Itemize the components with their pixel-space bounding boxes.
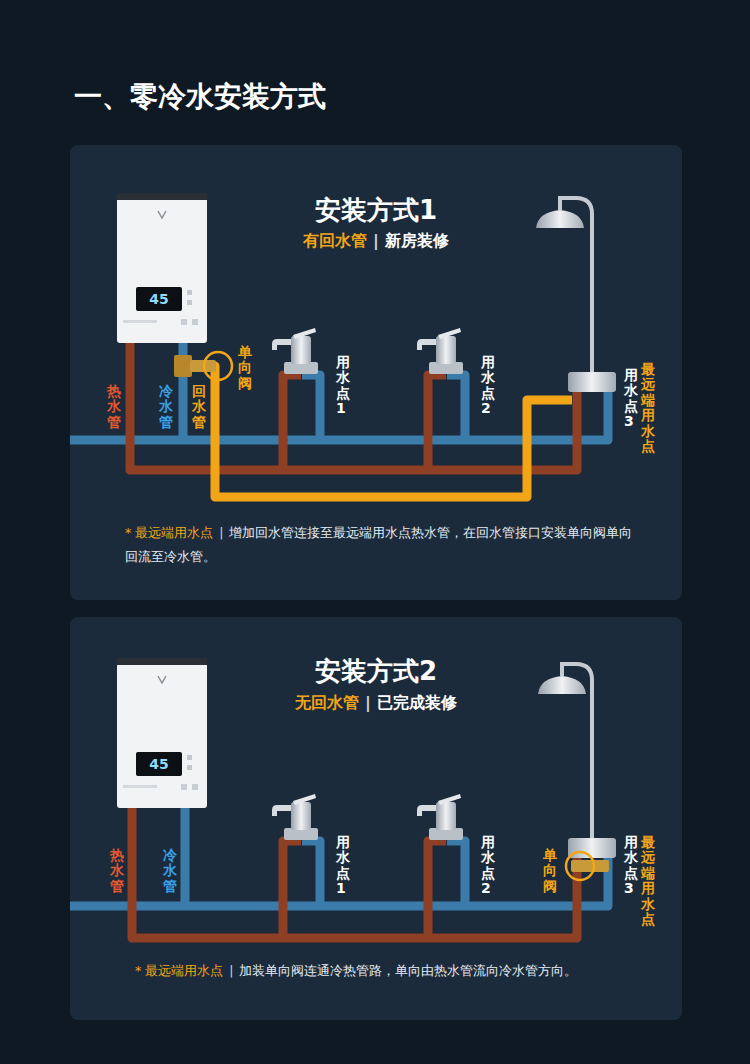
panel-note: * 最远端用水点 | 加装单向阀连通冷热管路，单向由热水管流向冷水管方向。 bbox=[135, 959, 655, 983]
shower-head bbox=[538, 676, 586, 694]
point-label: 用水点3 bbox=[624, 368, 638, 430]
panel-subtitle-line: 无回水管 | 已完成装修 bbox=[70, 692, 682, 714]
faucet bbox=[417, 328, 463, 374]
pipes-2 bbox=[70, 808, 608, 938]
shower-mixer bbox=[568, 372, 616, 392]
cold-pipe bbox=[447, 375, 465, 440]
water-heater bbox=[117, 658, 207, 808]
pipe-label: 热水管 bbox=[107, 384, 121, 430]
return-pipe bbox=[205, 366, 572, 497]
valve-label: 单向阀 bbox=[543, 848, 557, 894]
note-text: 加装单向阀连通冷热管路，单向由热水管流向冷水管方向。 bbox=[239, 963, 577, 978]
panel-subtitle-line: 有回水管 | 新房装修 bbox=[70, 230, 682, 252]
panel-subtitle: 无回水管 bbox=[295, 693, 359, 712]
separator: | bbox=[365, 693, 371, 712]
hot-pipe bbox=[130, 343, 577, 470]
separator: | bbox=[373, 231, 379, 250]
cold-pipe bbox=[70, 858, 608, 906]
faucet bbox=[417, 794, 463, 840]
pipe-label: 冷水管 bbox=[159, 384, 173, 430]
hot-pipe bbox=[283, 375, 301, 470]
point-note: 最远端用水点 bbox=[641, 362, 655, 454]
panel-subtitle: 新房装修 bbox=[385, 231, 449, 250]
note-key: * 最远端用水点 bbox=[125, 525, 213, 540]
panel-subtitle: 已完成装修 bbox=[377, 693, 457, 712]
cold-pipe bbox=[302, 375, 320, 440]
display-reading: 45 bbox=[136, 289, 182, 309]
separator: | bbox=[229, 963, 233, 978]
cold-pipe bbox=[447, 841, 465, 906]
water-heater bbox=[117, 193, 207, 343]
point-label: 用水点2 bbox=[481, 835, 495, 897]
pipe-label: 回水管 bbox=[192, 384, 206, 430]
panel-heading: 安装方式1 bbox=[70, 193, 682, 227]
valve-highlight bbox=[204, 352, 232, 380]
shower-mixer bbox=[568, 838, 616, 858]
faucet bbox=[272, 794, 318, 840]
display-reading: 45 bbox=[136, 754, 182, 774]
page-title: 一、零冷水安装方式 bbox=[74, 79, 326, 115]
point-note: 最远端用水点 bbox=[641, 835, 655, 927]
panel-note: * 最远端用水点|增加回水管连接至最远端用水点热水管，在回水管接口安装单向阀单向… bbox=[125, 521, 645, 569]
cold-pipe bbox=[302, 841, 320, 906]
pipes-1 bbox=[70, 343, 608, 497]
valve-highlight bbox=[566, 852, 594, 880]
note-key: * 最远端用水点 bbox=[135, 963, 223, 978]
hot-pipe bbox=[428, 375, 446, 470]
point-label: 用水点1 bbox=[336, 355, 350, 417]
valve-label: 单向阀 bbox=[238, 345, 252, 391]
point-label: 用水点1 bbox=[336, 835, 350, 897]
panel-heading: 安装方式2 bbox=[70, 654, 682, 688]
point-label: 用水点2 bbox=[481, 355, 495, 417]
shower-head bbox=[536, 210, 584, 228]
faucet bbox=[272, 328, 318, 374]
point-label: 用水点3 bbox=[624, 835, 638, 897]
panel-subtitle: 有回水管 bbox=[303, 231, 367, 250]
brass-fitting bbox=[174, 355, 192, 377]
separator: | bbox=[219, 525, 223, 540]
cold-pipe bbox=[181, 808, 190, 906]
hot-pipe bbox=[428, 841, 446, 938]
brass-valve bbox=[571, 860, 609, 872]
pipe-label: 热水管 bbox=[110, 848, 124, 894]
hot-pipe bbox=[283, 841, 301, 938]
pipe-label: 冷水管 bbox=[163, 848, 177, 894]
hot-pipe bbox=[132, 808, 577, 938]
